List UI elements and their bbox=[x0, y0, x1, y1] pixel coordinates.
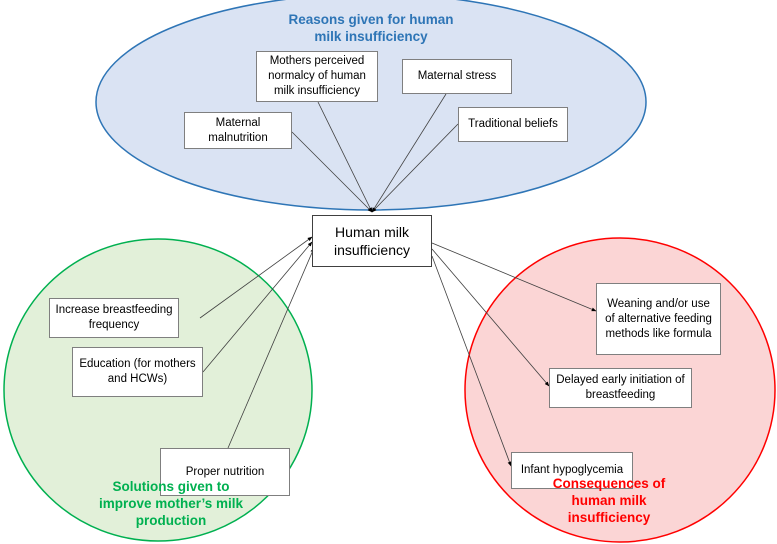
center-node-human-milk-insufficiency: Human milk insufficiency bbox=[312, 215, 432, 267]
connector-consequence-1 bbox=[431, 242, 597, 312]
connector-solution-1 bbox=[199, 236, 313, 319]
connector-reason-4 bbox=[371, 123, 459, 213]
solution-proper-nutrition: Proper nutrition bbox=[160, 448, 290, 496]
solutions-title: Solutions given to improve mother’s milk… bbox=[98, 479, 244, 528]
consequence-delayed-initiation: Delayed early initiation of breastfeedin… bbox=[549, 368, 692, 408]
solution-increase-breastfeeding: Increase breastfeeding frequency bbox=[49, 298, 179, 338]
reason-perceived-normalcy: Mothers perceived normalcy of human milk… bbox=[256, 51, 378, 102]
reason-maternal-stress: Maternal stress bbox=[402, 59, 512, 94]
connector-consequence-2 bbox=[431, 248, 550, 387]
solution-education: Education (for mothers and HCWs) bbox=[72, 347, 203, 397]
consequence-weaning: Weaning and/or use of alternative feedin… bbox=[596, 283, 721, 355]
connector-solution-3 bbox=[227, 247, 315, 449]
connector-solution-2 bbox=[202, 241, 313, 373]
reason-maternal-malnutrition: Maternal malnutrition bbox=[184, 112, 292, 149]
connector-reason-1 bbox=[317, 101, 373, 213]
connector-consequence-3 bbox=[431, 255, 512, 467]
reasons-title: Reasons given for human milk insufficien… bbox=[288, 12, 454, 44]
connector-reason-2 bbox=[371, 93, 447, 213]
connector-reason-3 bbox=[291, 131, 373, 213]
consequences-title: Consequences of human milk insufficiency bbox=[552, 476, 666, 525]
reason-traditional-beliefs: Traditional beliefs bbox=[458, 107, 568, 142]
consequence-infant-hypoglycemia: Infant hypoglycemia bbox=[511, 452, 633, 489]
